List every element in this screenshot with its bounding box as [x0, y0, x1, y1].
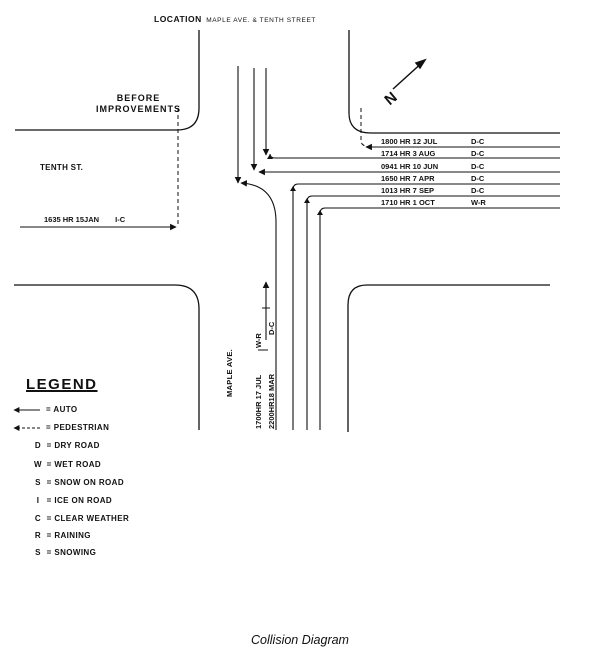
curb-northeast — [348, 30, 560, 134]
curb-southwest — [14, 284, 200, 430]
curb-northwest — [15, 30, 200, 131]
auto-path-east-5 — [306, 195, 560, 430]
street-label-tenth: TENTH ST. — [40, 163, 84, 172]
curb-southeast — [347, 284, 550, 432]
record-vertical-2-time: 2200HR18 MAR — [267, 373, 276, 429]
svg-text:N: N — [381, 89, 400, 109]
legend-item-wet-road: W = WET ROAD — [34, 460, 102, 469]
legend-item-snowing: S = SNOWING — [35, 548, 97, 557]
record-code: I-C — [115, 215, 126, 224]
pedestrian-record: 1635 HR 15JAN I-C — [44, 215, 125, 224]
auto-path-northbound-turn — [240, 180, 277, 430]
location-header: LOCATION MAPLE AVE. & TENTH STREET — [154, 9, 316, 27]
auto-path-east-6 — [319, 207, 560, 430]
legend-item-dry-road: D = DRY ROAD — [34, 441, 100, 450]
location-value: MAPLE AVE. & TENTH STREET — [206, 17, 316, 24]
record-vertical-1-code: W-R — [254, 333, 263, 348]
legend-item-ice-on-road: I = ICE ON ROAD — [36, 496, 113, 505]
pedestrian-path-east — [360, 108, 368, 147]
legend-item-snow-on-road: S = SNOW ON ROAD — [35, 478, 125, 487]
figure-caption: Collision Diagram — [251, 633, 349, 647]
auto-path-east-4 — [292, 183, 560, 430]
legend-item-pedestrian: = PEDESTRIAN — [46, 423, 110, 432]
record-vertical-1-time: 1700HR 17 JUL — [254, 374, 263, 429]
record-time: 1635 HR 15JAN — [44, 215, 100, 224]
location-label: LOCATION — [154, 14, 202, 24]
street-label-maple: MAPLE AVE. — [225, 348, 234, 397]
legend-item-clear-weather: C = CLEAR WEATHER — [34, 514, 130, 523]
legend-item-raining: R = RAINING — [34, 531, 91, 540]
before-improvements-label: BEFORE IMPROVEMENTS — [96, 93, 182, 114]
legend-title: LEGEND — [26, 376, 98, 393]
legend-item-auto: = AUTO — [46, 405, 78, 414]
record-vertical-2-code: D-C — [267, 321, 276, 335]
north-arrow-icon: N — [381, 58, 427, 109]
